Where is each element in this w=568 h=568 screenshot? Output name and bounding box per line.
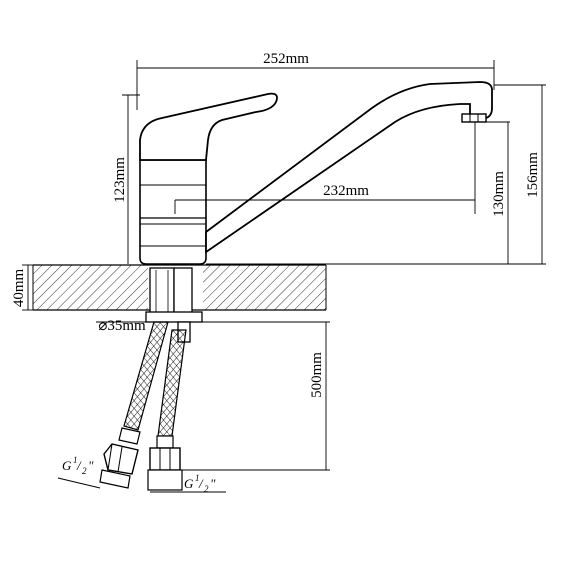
flex-hose-right bbox=[147, 329, 187, 491]
dim-counter-thickness: 40mm bbox=[11, 269, 27, 308]
thread-slash: / bbox=[198, 476, 204, 491]
thread-prefix: G bbox=[184, 476, 194, 491]
thread-numerator: 1 bbox=[73, 455, 78, 465]
thread-label-right: G 1 / 2 " bbox=[184, 473, 216, 494]
thread-denominator: 2 bbox=[204, 484, 209, 494]
thread-prefix: G bbox=[62, 458, 72, 473]
dim-spout-to-body: 232mm bbox=[323, 183, 369, 199]
dim-outlet-height: 130mm bbox=[491, 171, 507, 217]
thread-denominator: 2 bbox=[82, 466, 87, 476]
thread-label-left: G 1 / 2 " bbox=[62, 455, 94, 476]
dim-body-height: 123mm bbox=[112, 157, 128, 203]
dimension-lines bbox=[22, 60, 546, 493]
faucet-body bbox=[139, 159, 207, 265]
lever-handle bbox=[139, 92, 278, 161]
dim-hose-length: 500mm bbox=[309, 352, 325, 398]
flex-hose-left bbox=[99, 321, 169, 489]
dim-total-height: 156mm bbox=[525, 152, 541, 198]
thread-slash: / bbox=[76, 458, 82, 473]
thread-suffix: " bbox=[210, 476, 216, 491]
dim-hole-diameter: ⌀35mm bbox=[98, 318, 146, 334]
thread-suffix: " bbox=[88, 458, 94, 473]
thread-numerator: 1 bbox=[195, 473, 200, 483]
dim-spout-reach: 252mm bbox=[263, 51, 309, 67]
spout bbox=[205, 81, 493, 254]
